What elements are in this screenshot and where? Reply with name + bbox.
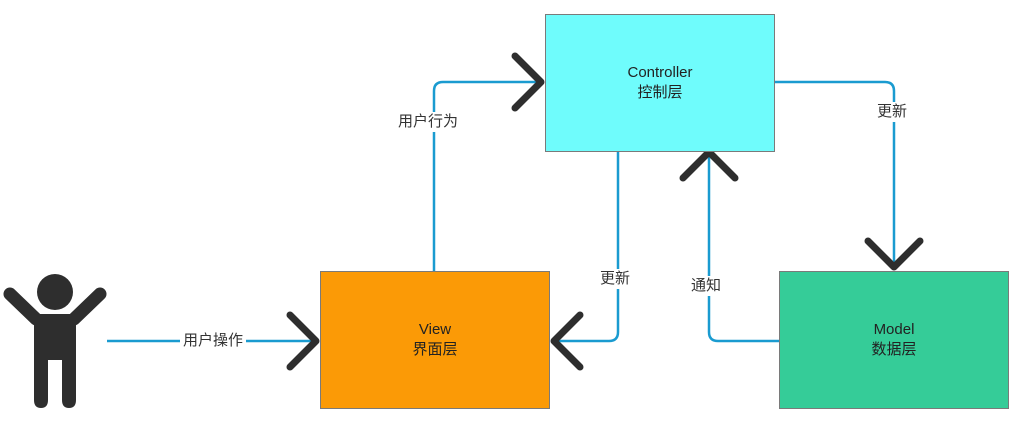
model-subtitle: 数据层 (871, 341, 917, 358)
connector-controller-to-view (552, 152, 620, 343)
controller-subtitle: 控制层 (637, 84, 683, 101)
controller-title: Controller (627, 64, 693, 81)
arrowhead-controller-to-view (550, 311, 584, 371)
arrowhead-view-to-controller (511, 52, 545, 112)
person-right-arm (67, 287, 107, 326)
arrowhead-controller-to-model (864, 237, 924, 271)
edge-label-controller-to-model: 更新 (874, 102, 911, 122)
edge-label-user-to-view: 用户操作 (180, 331, 247, 351)
person-left-arm (3, 287, 43, 326)
arrowhead-user-to-view (286, 311, 320, 371)
edge-label-model-to-controller: 通知 (688, 276, 725, 296)
connector-model-to-controller (707, 154, 779, 343)
edge-label-view-to-controller: 用户行为 (395, 112, 462, 132)
person-icon (3, 274, 107, 408)
person-body (34, 314, 76, 408)
model-node: Model 数据层 (779, 271, 1009, 409)
model-title: Model (873, 321, 915, 338)
view-node: View 界面层 (320, 271, 550, 409)
connector-view-to-controller (432, 80, 543, 271)
view-subtitle: 界面层 (412, 341, 458, 358)
edge-label-controller-to-view: 更新 (597, 269, 634, 289)
connector-controller-to-model (775, 80, 896, 269)
controller-node: Controller 控制层 (545, 14, 775, 152)
person-head (37, 274, 73, 310)
arrowhead-model-to-controller (679, 148, 739, 182)
view-title: View (418, 321, 452, 338)
